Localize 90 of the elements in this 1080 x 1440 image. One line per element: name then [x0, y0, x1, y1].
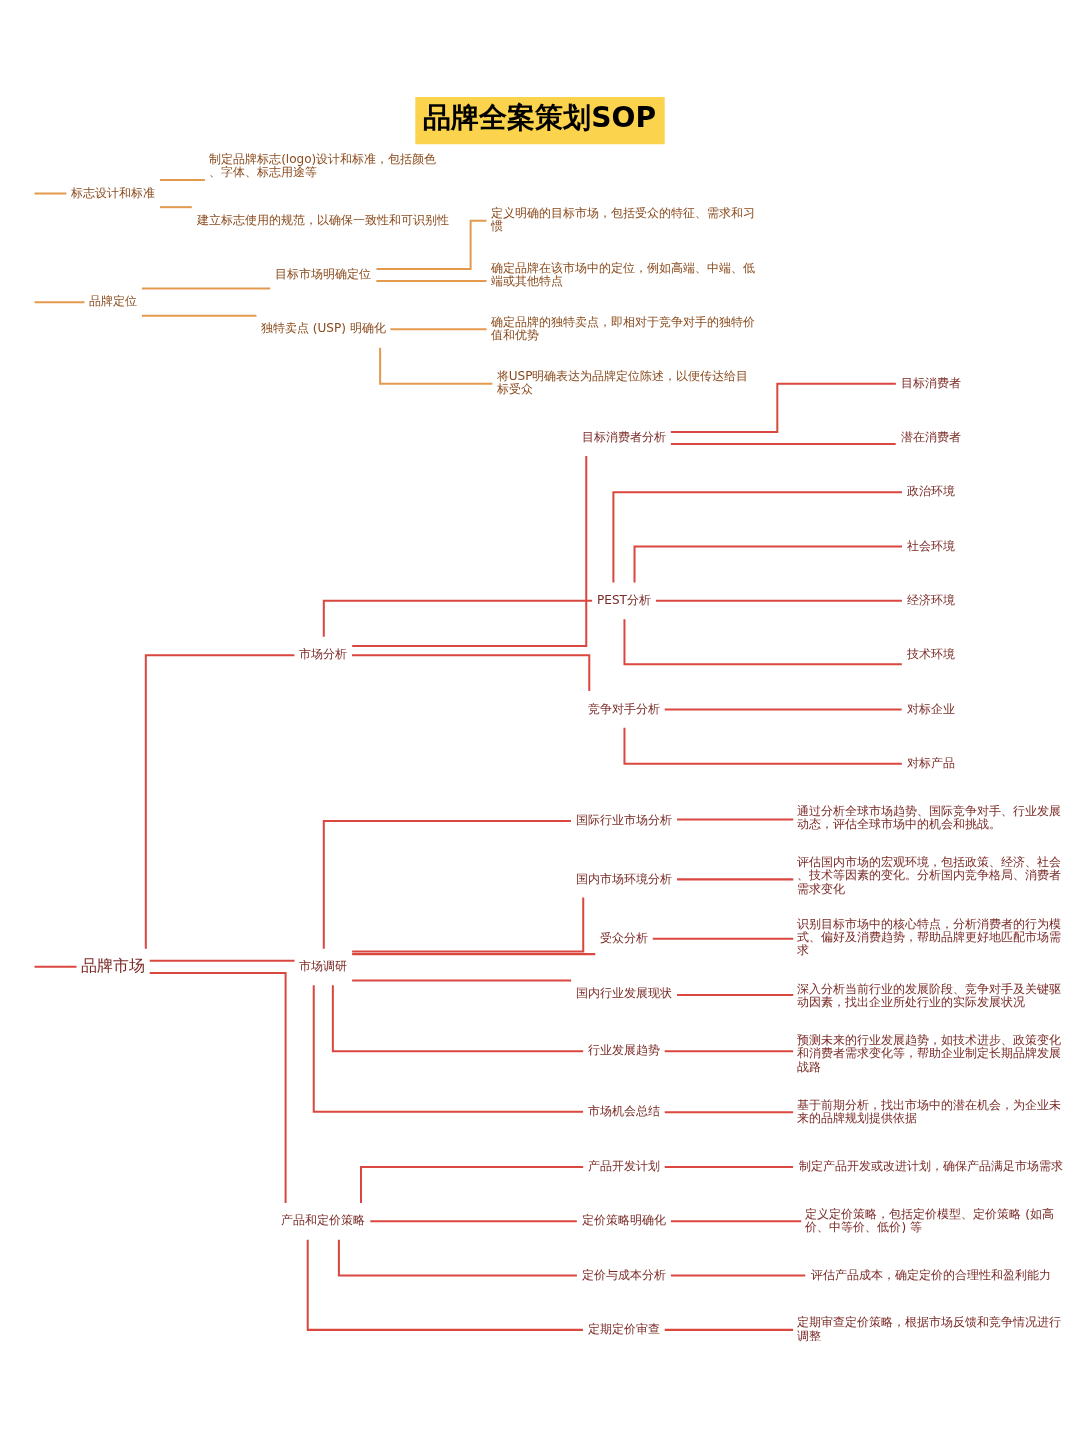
node-text: 将USP明确表达为品牌定位陈述，以便传达给目标受众 [496, 368, 749, 396]
connector [664, 1328, 794, 1331]
node-text: 品牌定位 [89, 293, 138, 308]
diagram-title: 品牌全案策划SOP [423, 100, 657, 134]
node-text: 国内行业发展现状 [575, 985, 672, 1000]
connector [677, 818, 794, 821]
node-text: 对标产品 [906, 755, 955, 770]
connector [379, 347, 493, 385]
node-text: 评估国内市场的宏观环境，包括政策、经济、社会、技术等因素的变化。分析国内竞争格局、消费者需求变化 [797, 854, 1062, 896]
node-text: 标志设计和标准 [71, 185, 156, 200]
node-text: 定期审查定价策略，根据市场反馈和竞争情况进行调整 [797, 1314, 1062, 1343]
node-text: 定义明确的目标市场，包括受众的特征、需求和习惯 [490, 205, 755, 233]
connector [322, 819, 571, 949]
connector [34, 300, 85, 303]
node-text: 社会环境 [906, 538, 955, 553]
connector [612, 490, 902, 582]
node-text: 识别目标市场中的核心特点，分析消费者的行为模式、偏好及消费趋势，帮助品牌更好地匹配市场需求 [797, 916, 1062, 957]
connector [337, 1239, 577, 1277]
connector [306, 1239, 583, 1331]
node-text: 目标消费者 [900, 375, 961, 390]
node-text: 市场分析 [299, 646, 348, 661]
connector [670, 382, 896, 433]
connector [664, 1049, 794, 1052]
connector [360, 1165, 584, 1203]
connector [141, 287, 271, 290]
connector [352, 455, 588, 647]
connector [160, 178, 205, 181]
connector [670, 442, 896, 445]
node-text: 确定品牌的独特卖点，即相对于竞争对手的独特价值和优势 [490, 314, 755, 342]
node-text: 定价与成本分析 [581, 1267, 666, 1282]
connector [677, 993, 794, 996]
node-text: 政治环境 [906, 483, 955, 498]
connector [655, 599, 902, 602]
node-text: 市场调研 [299, 958, 348, 973]
connector [160, 205, 192, 208]
node-text: 建立标志使用的规范，以确保一致性和可识别性 [197, 212, 450, 227]
connector [633, 545, 902, 582]
connector [141, 314, 257, 317]
connector [352, 952, 596, 955]
connector [149, 971, 287, 1203]
node-text: 产品和定价策略 [281, 1212, 366, 1227]
connector [352, 653, 591, 691]
connector [322, 599, 593, 637]
connector [664, 1165, 794, 1168]
node-text: 品牌市场 [81, 955, 146, 975]
node-text: 基于前期分析，找出市场中的潜在机会，为企业未来的品牌规划提供依据 [797, 1097, 1062, 1125]
connector [664, 707, 902, 710]
node-text: 定义定价策略，包括定价模型、定价策略 (如高价、中等价、低价) 等 [805, 1206, 1054, 1234]
node-text: 独特卖点 (USP) 明确化 [260, 320, 386, 335]
connector [352, 897, 585, 952]
node-text: 经济环境 [906, 592, 955, 607]
connector [623, 618, 902, 665]
connector [677, 877, 794, 880]
connector [664, 1110, 794, 1113]
connector [331, 984, 584, 1052]
node-text: 市场机会总结 [587, 1103, 660, 1118]
connector [144, 653, 295, 949]
connector [370, 1219, 577, 1222]
node-text: 产品开发计划 [587, 1158, 660, 1173]
node-text: 评估产品成本，确定定价的合理性和盈利能力 [810, 1267, 1051, 1282]
node-text: 目标市场明确定位 [275, 266, 372, 281]
node-text: 预测未来的行业发展趋势，如技术进步、政策变化和消费者需求变化等，帮助企业制定长期品牌发展战路 [797, 1032, 1062, 1074]
node-text: 制定品牌标志(logo)设计和标准，包括颜色、字体、标志用途等 [209, 151, 437, 179]
connector [670, 1219, 802, 1222]
connector [34, 965, 77, 968]
connector [390, 327, 487, 330]
node-text: 对标企业 [906, 701, 955, 716]
node-text: 深入分析当前行业的发展阶段、竞争对手及关键驱动因素，找出企业所处行业的实际发展状况 [797, 981, 1062, 1009]
connector [312, 984, 584, 1113]
node-text: 确定品牌在该市场中的定位，例如高端、中端、低端或其他特点 [490, 260, 755, 288]
node-text: 受众分析 [599, 930, 648, 945]
connector [352, 978, 572, 981]
connector [34, 192, 67, 195]
node-text: 目标消费者分析 [581, 429, 666, 444]
node-text: 国际行业市场分析 [575, 812, 672, 827]
node-text: 行业发展趋势 [587, 1042, 660, 1057]
node-text: 潜在消费者 [900, 429, 961, 444]
node-text: PEST分析 [597, 592, 651, 607]
node-text: 定价策略明确化 [581, 1212, 666, 1227]
node-text: 制定产品开发或改进计划，确保产品满足市场需求 [798, 1158, 1063, 1173]
connector [670, 1274, 806, 1277]
connector [149, 959, 295, 962]
node-text: 国内市场环境分析 [575, 871, 672, 885]
node-text: 技术环境 [906, 646, 955, 661]
node-text: 竞争对手分析 [587, 701, 660, 716]
connector [376, 279, 487, 282]
node-text: 通过分析全球市场趋势、国际竞争对手、行业发展动态，评估全球市场中的机会和挑战。 [797, 803, 1062, 831]
connector [623, 727, 902, 765]
node-text: 定期定价审查 [587, 1321, 660, 1336]
connector [652, 937, 794, 940]
